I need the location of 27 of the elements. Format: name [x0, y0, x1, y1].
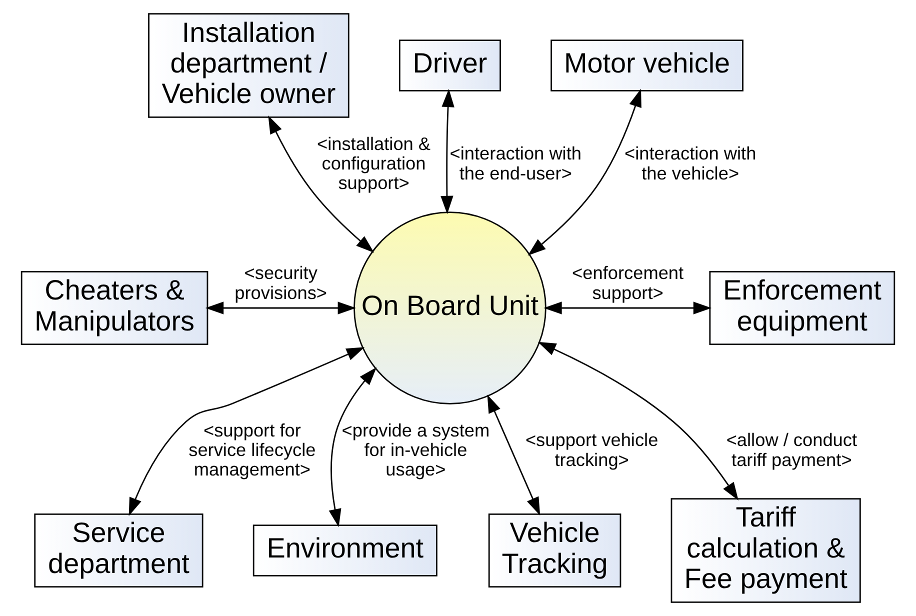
arrow: [487, 394, 540, 516]
node-box: Cheaters & Manipulators: [20, 270, 208, 346]
arrow: [544, 302, 712, 314]
edge-label: <interaction with the end-user>: [450, 144, 582, 184]
arrow: [538, 342, 738, 501]
arrow: [128, 347, 365, 516]
edge-label: <interaction with the vehicle>: [624, 144, 756, 184]
node-box: Enforcement equipment: [709, 270, 896, 346]
arrow: [328, 367, 377, 528]
node-box: Motor vehicle: [550, 40, 744, 92]
node-box: Installation department / Vehicle owner: [148, 13, 350, 118]
arrow: [205, 302, 356, 314]
edge-label: <enforcement support>: [572, 263, 684, 303]
arrow: [528, 88, 642, 256]
node-box: Vehicle Tracking: [488, 513, 622, 588]
node-box: Tariff calculation & Fee payment: [670, 498, 861, 603]
edge-label: <support for service lifecycle management>: [188, 420, 316, 480]
node-box: Driver: [398, 40, 501, 92]
edge-label: <support vehicle tracking>: [525, 430, 658, 470]
arrow: [440, 88, 454, 214]
arrow: [268, 116, 374, 253]
edge-label: <security provisions>: [234, 263, 328, 303]
edge-label: <installation & configuration support>: [317, 134, 431, 194]
edge-label: <allow / conduct tariff payment>: [726, 430, 858, 470]
node-box: Environment: [252, 524, 438, 576]
node-box: Service department: [34, 513, 204, 588]
edge-label: <provide a system for in-vehicle usage>: [342, 420, 490, 480]
